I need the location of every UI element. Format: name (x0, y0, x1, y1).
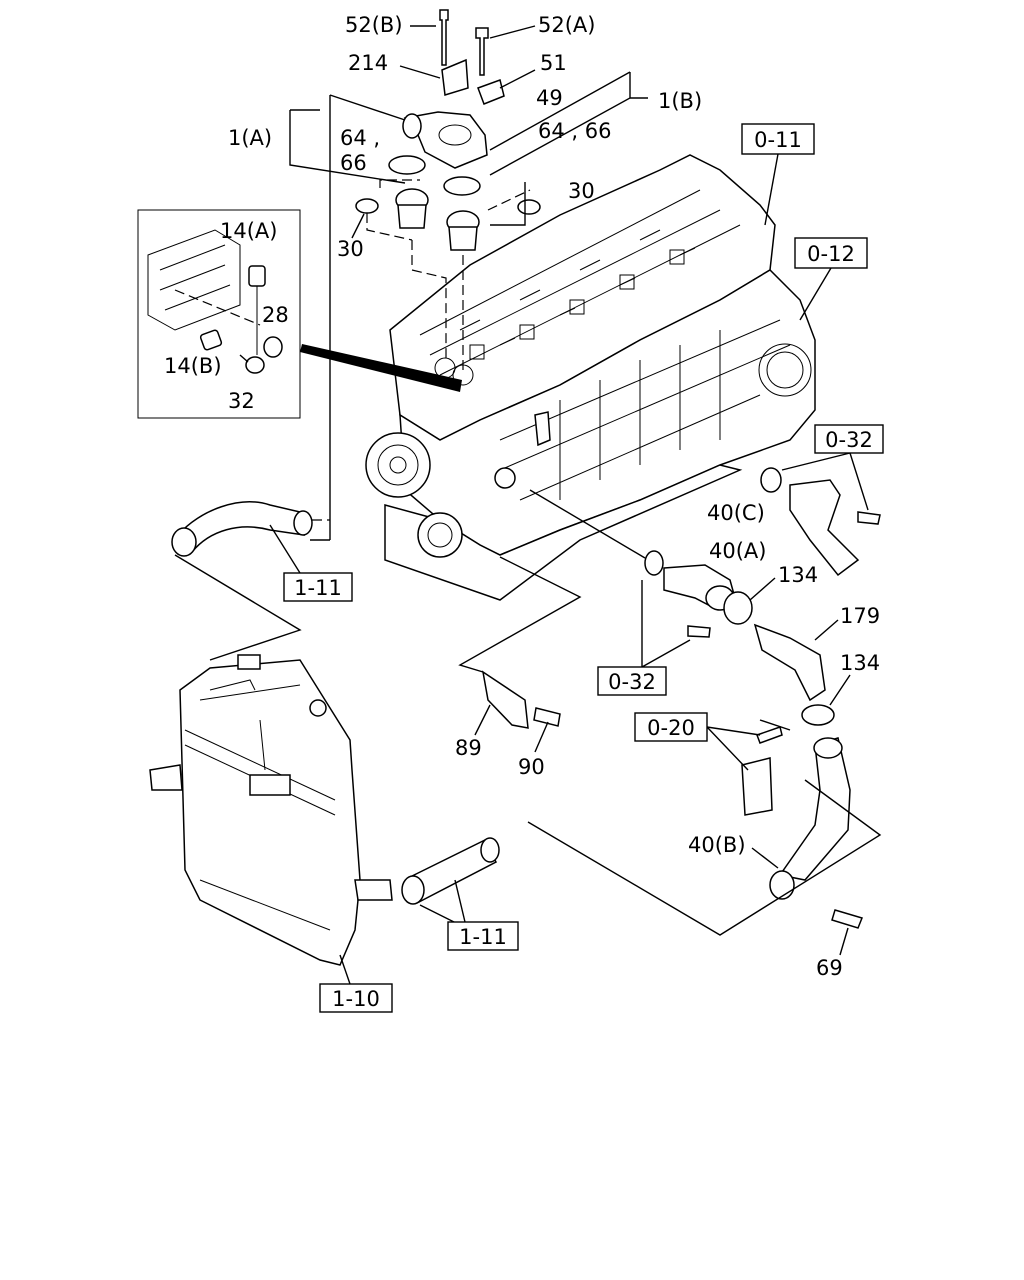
ref-label-1-11-lower: 1-11 (459, 925, 507, 949)
label-40b: 40(B) (688, 833, 746, 857)
upper-hose (171, 501, 330, 557)
label-179: 179 (840, 604, 880, 628)
bracket-89 (481, 670, 561, 729)
label-30-right: 30 (568, 179, 595, 203)
label-40a: 40(A) (709, 539, 766, 563)
label-30-left: 30 (337, 237, 364, 261)
label-52b: 52(B) (345, 13, 403, 37)
label-69: 69 (816, 956, 843, 980)
label-52a: 52(A) (538, 13, 595, 37)
ref-box-0-20[interactable]: 0-20 (634, 712, 761, 771)
label-214: 214 (348, 51, 388, 75)
ref-label-0-12: 0-12 (807, 242, 855, 266)
label-64-66: 64 , 66 (538, 119, 611, 143)
ref-box-1-11-upper[interactable]: 1-11 (269, 524, 353, 602)
label-134-upper: 134 (778, 563, 818, 587)
label-1b: 1(B) (658, 89, 702, 113)
water-pipe-40c (760, 467, 881, 577)
hose-179 (753, 623, 835, 726)
ref-label-1-11-upper: 1-11 (294, 576, 342, 600)
label-90: 90 (518, 755, 545, 779)
water-pipe-40a (644, 550, 753, 638)
ref-box-0-32-upper[interactable]: 0-32 (781, 424, 884, 511)
lower-hose (401, 837, 500, 905)
label-66a: 66 (340, 151, 367, 175)
radiator (149, 654, 393, 966)
label-49: 49 (536, 86, 563, 110)
ref-box-1-10[interactable]: 1-10 (319, 954, 393, 1013)
part-labels: 52(B) 52(A) 214 51 49 1(B) 1(A) 64 , 66 … (164, 13, 880, 980)
label-89: 89 (455, 736, 482, 760)
ref-label-0-20: 0-20 (647, 716, 695, 740)
label-14b: 14(B) (164, 354, 222, 378)
label-40c: 40(C) (707, 501, 765, 525)
ref-box-1-11-lower[interactable]: 1-11 (447, 879, 519, 951)
ref-label-1-10: 1-10 (332, 987, 380, 1011)
ref-label-0-11: 0-11 (754, 128, 802, 152)
engine-block (365, 154, 816, 601)
label-32: 32 (228, 389, 255, 413)
ref-box-0-12[interactable]: 0-12 (794, 237, 868, 321)
thermostat-assembly (289, 9, 648, 541)
water-pipe-40b (741, 726, 864, 929)
detail-pointer-arrow (300, 344, 462, 392)
inset-detail (137, 209, 301, 419)
guide-lines (174, 489, 882, 936)
label-64a: 64 , (340, 126, 380, 150)
ref-box-0-11[interactable]: 0-11 (741, 123, 815, 226)
label-1a: 1(A) (228, 126, 272, 150)
label-14a: 14(A) (220, 219, 277, 243)
ref-box-0-32-lower[interactable]: 0-32 (597, 580, 691, 696)
label-134-lower: 134 (840, 651, 880, 675)
label-51: 51 (540, 51, 567, 75)
ref-label-0-32-lower: 0-32 (608, 670, 656, 694)
label-28: 28 (262, 303, 289, 327)
ref-label-0-32-upper: 0-32 (825, 428, 873, 452)
